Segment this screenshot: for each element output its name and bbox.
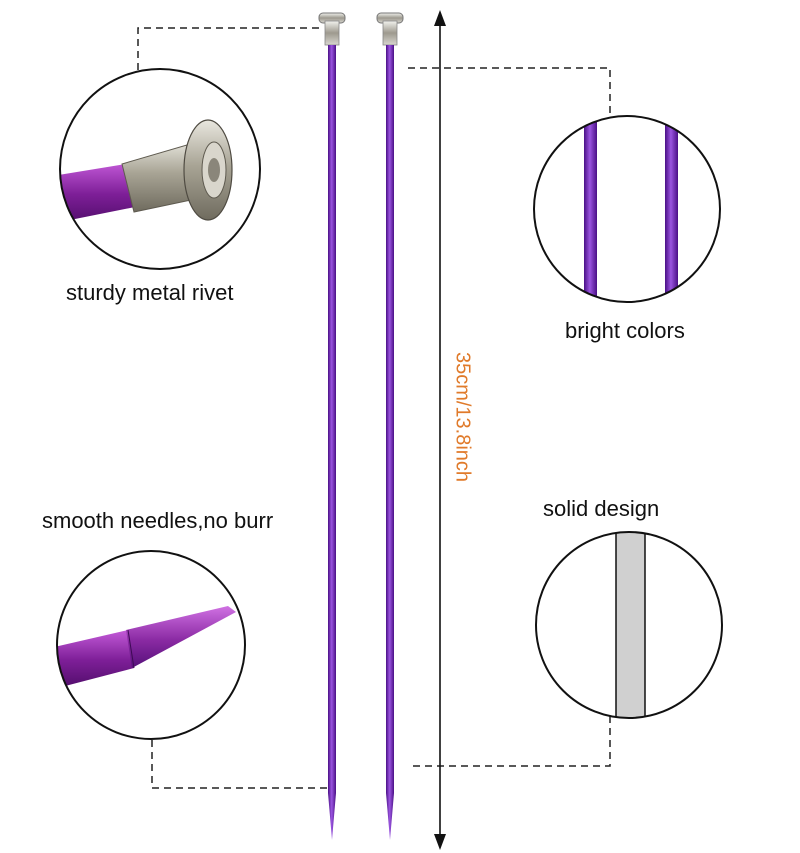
detail-circle-smooth [56, 550, 246, 740]
detail-circle-solid [535, 531, 723, 719]
needle-rivet-left [324, 20, 340, 46]
colors-detail-needle-left [584, 116, 597, 302]
connector-lines [137, 27, 611, 789]
knitting-needle-left [318, 12, 346, 840]
label-solid-design: solid design [543, 496, 660, 521]
connector-colors [408, 67, 611, 118]
label-smooth-needles: smooth needles,no burr [42, 508, 274, 533]
measurement-label: 35cm/13.8inch [451, 351, 474, 483]
connector-rivet [137, 27, 322, 70]
smooth-detail-shaft [57, 630, 134, 690]
needle-shaft-left [328, 45, 336, 793]
needle-rivet-right [382, 20, 398, 46]
needle-tip-right [386, 793, 394, 840]
measurement-arrow [434, 10, 446, 850]
solid-detail-core [615, 532, 646, 718]
label-sturdy-metal-rivet: sturdy metal rivet [66, 280, 234, 305]
label-bright-colors: bright colors [565, 318, 685, 343]
detail-circle-colors [533, 115, 721, 303]
detail-circle-rivet [59, 68, 261, 270]
needle-tip-left [328, 793, 336, 840]
colors-detail-needle-right [665, 116, 678, 302]
knitting-needle-right [376, 12, 404, 840]
smooth-detail-tip [126, 606, 236, 668]
connector-smooth [151, 740, 328, 789]
needle-shaft-right [386, 45, 394, 793]
connector-solid [410, 716, 611, 767]
